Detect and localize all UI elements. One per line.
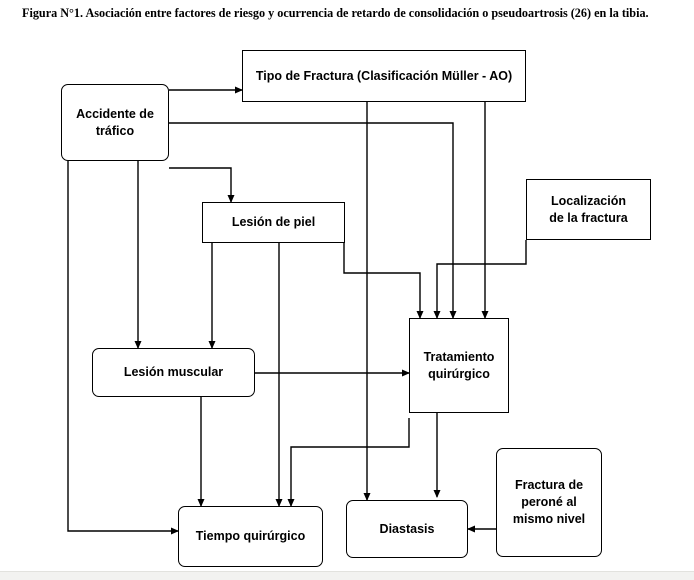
node-tiempo-quirurgico: Tiempo quirúrgico bbox=[178, 506, 323, 567]
node-localizacion-fractura-label: Localización de la fractura bbox=[549, 193, 628, 225]
node-diastasis-label: Diastasis bbox=[379, 521, 435, 536]
bottom-edge-strip bbox=[0, 571, 694, 580]
node-tipo-fractura: Tipo de Fractura (Clasificación Müller -… bbox=[242, 50, 526, 102]
node-fractura-perone: Fractura de peroné al mismo nivel bbox=[496, 448, 602, 557]
node-tipo-fractura-label: Tipo de Fractura (Clasificación Müller -… bbox=[255, 68, 513, 83]
node-lesion-muscular-label: Lesión muscular bbox=[123, 365, 224, 379]
node-fractura-perone-label: Fractura de peroné al mismo nivel bbox=[512, 478, 586, 526]
edge-accidente-tiempo bbox=[67, 161, 179, 535]
edge-piel-tratamiento bbox=[343, 243, 424, 319]
node-accidente-trafico: Accidente de tráfico bbox=[61, 84, 169, 161]
edge-accidente-tratamiento bbox=[169, 122, 457, 319]
edge-tratamiento-tiempo bbox=[287, 418, 410, 507]
node-tratamiento-quirurgico: Tratamiento quirúrgico bbox=[409, 318, 509, 413]
node-lesion-piel-label: Lesión de piel bbox=[231, 215, 316, 229]
edge-localizacion-tratamiento bbox=[433, 240, 527, 319]
node-tratamiento-quirurgico-label: Tratamiento quirúrgico bbox=[423, 349, 495, 381]
node-lesion-muscular: Lesión muscular bbox=[92, 348, 255, 397]
node-localizacion-fractura: Localización de la fractura bbox=[526, 179, 651, 240]
figure-caption: Figura N°1. Asociación entre factores de… bbox=[22, 6, 649, 20]
node-accidente-trafico-label: Accidente de tráfico bbox=[76, 106, 154, 138]
node-lesion-piel: Lesión de piel bbox=[202, 202, 345, 243]
edge-accidente-piel bbox=[169, 167, 235, 203]
node-diastasis: Diastasis bbox=[346, 500, 468, 558]
node-tiempo-quirurgico-label: Tiempo quirúrgico bbox=[195, 529, 306, 543]
